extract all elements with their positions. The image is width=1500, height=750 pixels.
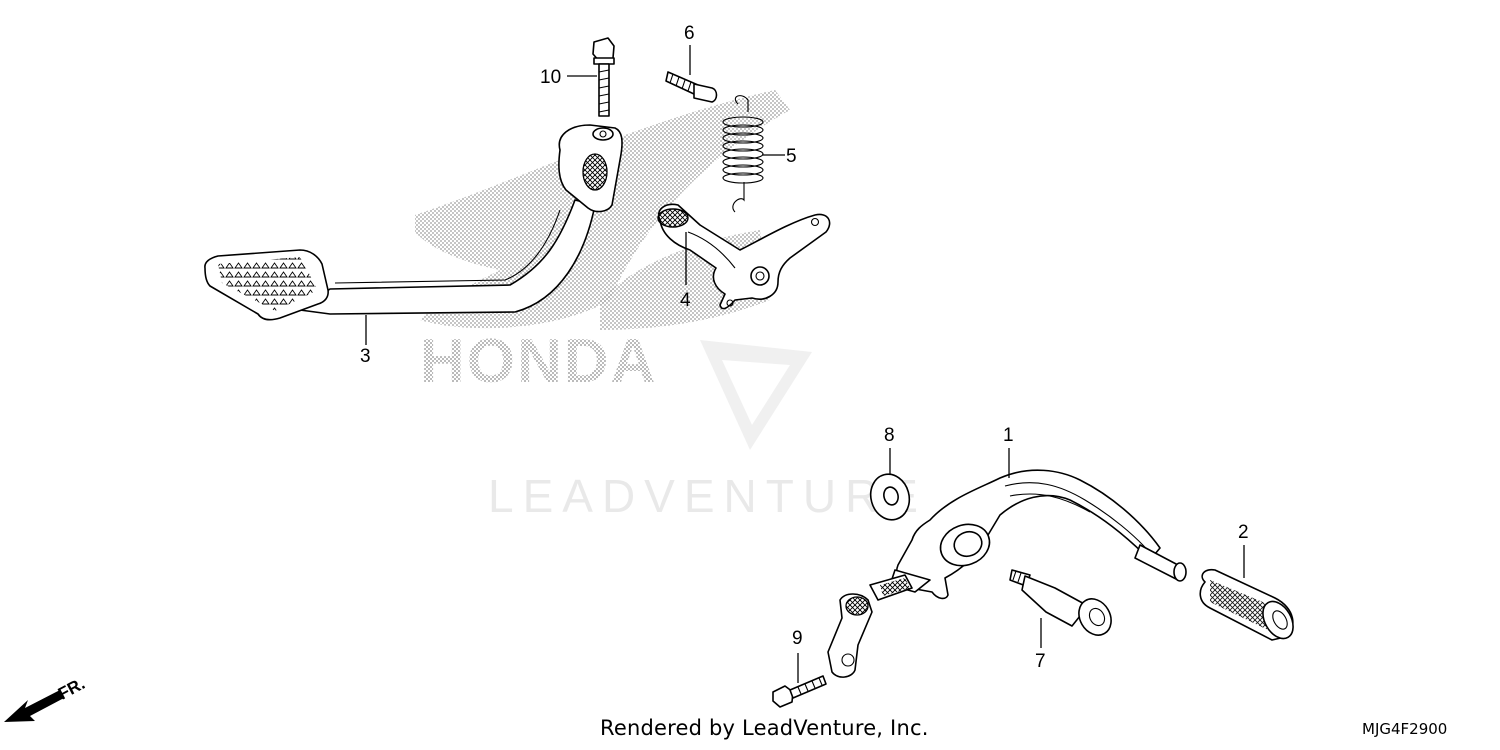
callout-7: 7 (1035, 651, 1046, 672)
render-credit: Rendered by LeadVenture, Inc. (600, 716, 929, 740)
callout-10: 10 (540, 67, 561, 88)
part-10-bolt (592, 37, 615, 117)
front-arrow-icon (4, 690, 64, 722)
leader-lines (365, 45, 1245, 683)
svg-text:LEADVENTURE: LEADVENTURE (488, 470, 927, 522)
part-2-pedal-rubber (1199, 568, 1294, 641)
leadventure-watermark: LEADVENTURE (488, 340, 927, 522)
callout-6: 6 (684, 23, 695, 44)
svg-text:HONDA: HONDA (420, 327, 657, 396)
callout-5: 5 (786, 146, 797, 167)
callout-1: 1 (1003, 425, 1014, 446)
part-3-brake-pedal (204, 124, 623, 321)
callout-9: 9 (792, 628, 803, 649)
part-4-pivot-shaft (657, 203, 831, 310)
part-9-bolt (772, 675, 827, 708)
callout-2: 2 (1238, 522, 1249, 543)
callout-4: 4 (680, 290, 691, 311)
callout-labels: 10 6 5 4 3 1 8 2 7 9 (360, 23, 1249, 672)
callout-8: 8 (884, 425, 895, 446)
shift-link-arm (827, 593, 873, 678)
part-6-bolt (665, 71, 718, 103)
drawing-code: MJG4F2900 (1362, 720, 1448, 738)
part-7-pivot-bolt (1009, 569, 1112, 636)
part-5-spring (722, 95, 764, 213)
front-direction-indicator: FR. (4, 674, 88, 722)
callout-3: 3 (360, 346, 371, 367)
part-1-shift-pedal (869, 469, 1187, 601)
honda-wordmark-watermark: HONDA (420, 327, 657, 396)
part-8-washer (869, 473, 911, 521)
